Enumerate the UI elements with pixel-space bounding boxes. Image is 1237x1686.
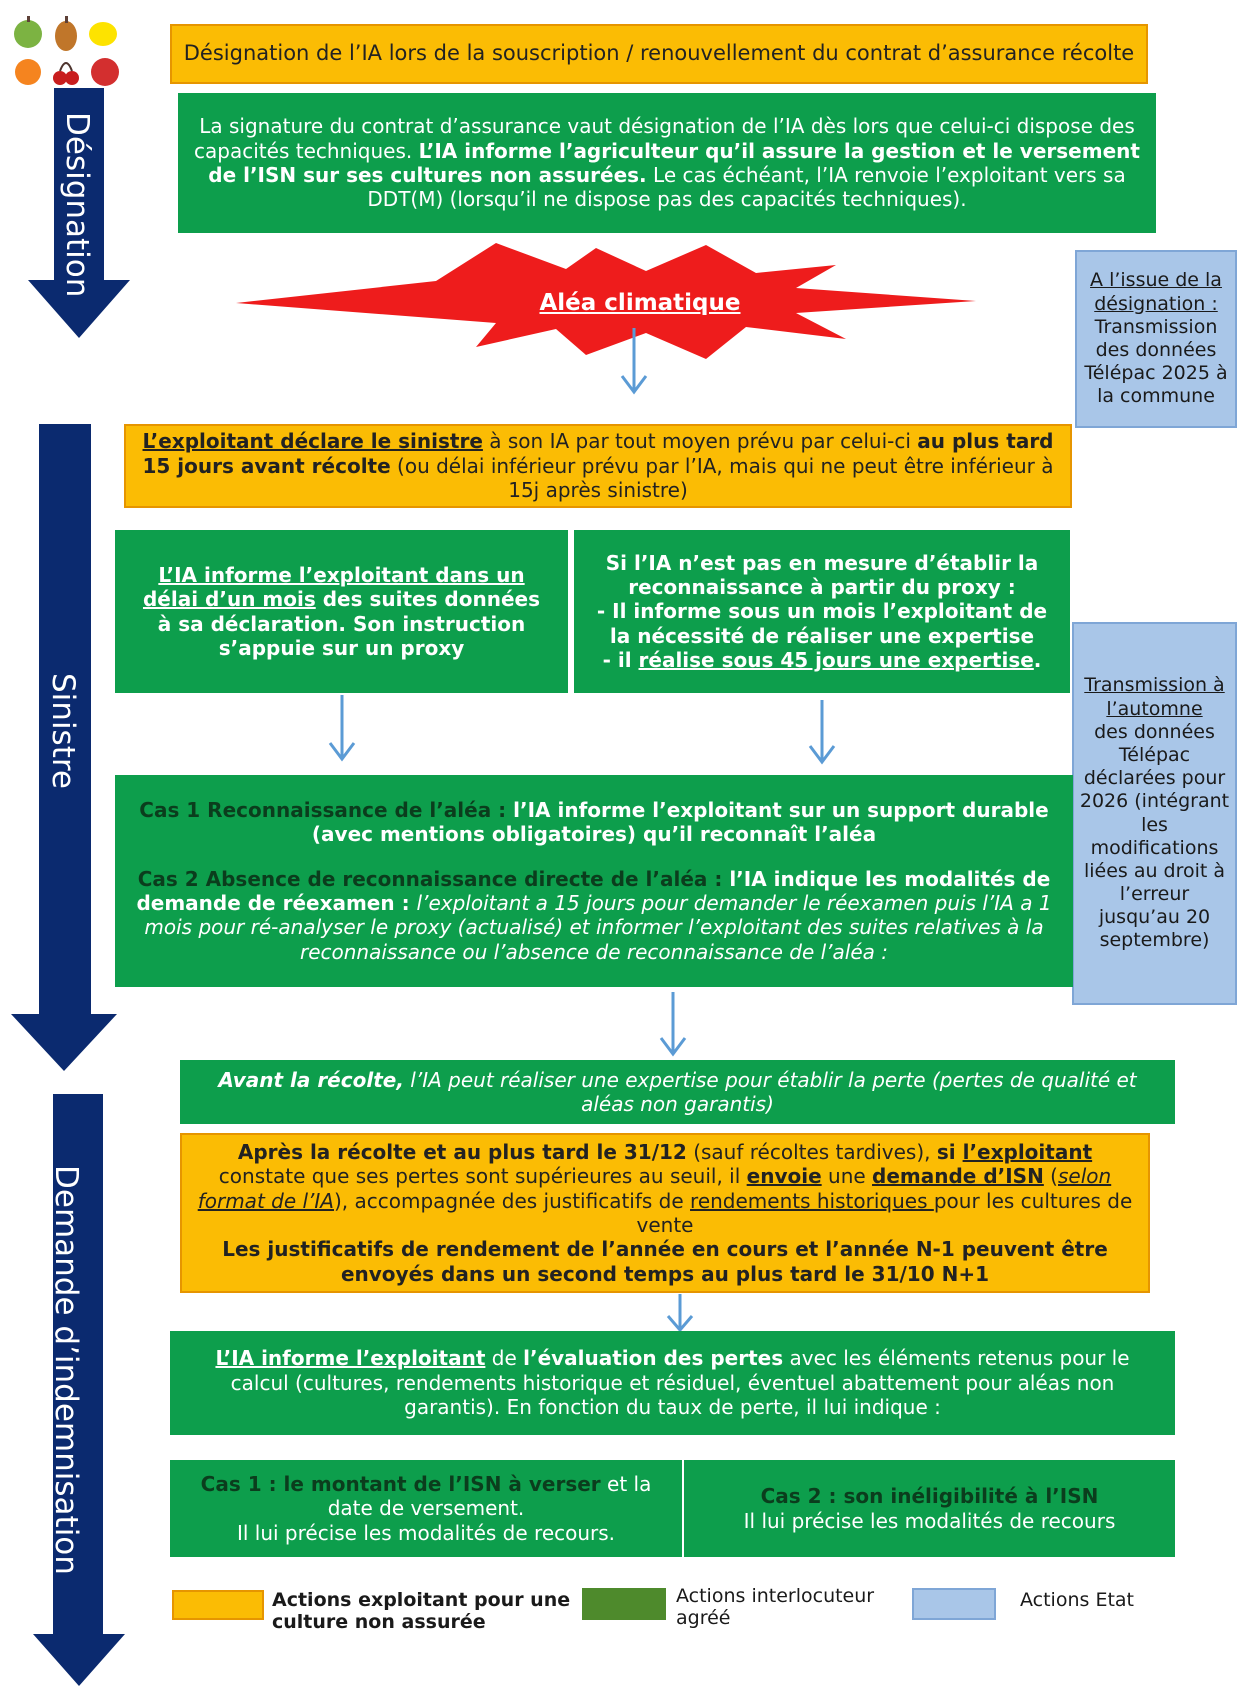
cas1-isn-text-1: Cas 1 : le montant de l’ISN à verser	[200, 1471, 601, 1496]
cas2-isn-text-2: Il lui précise les modalités de recours	[743, 1508, 1116, 1533]
ia-proxy-box: L’IA informe l’exploitant dans un délai …	[115, 530, 568, 693]
apple-icon	[14, 20, 42, 48]
demande-text-9: (	[1043, 1164, 1058, 1189]
orange-icon	[15, 59, 41, 85]
designation-title-box: Désignation de l’IA lors de la souscript…	[170, 24, 1148, 84]
cas2-text-italic: l’exploitant a 15 jours pour demander le…	[144, 891, 1052, 964]
cas1-isn-text-2: et la date de versement.	[327, 1471, 652, 1521]
demande-phase-arrow	[33, 1094, 125, 1686]
state-action-2-body: des données Télépac déclarées pour 2026 …	[1079, 720, 1230, 952]
designation-detail-text-3: Le cas échéant, l’IA renvoie l’exploitan…	[367, 163, 1126, 212]
demande-isn-box: Après la récolte et au plus tard le 31/1…	[180, 1133, 1150, 1293]
cas2-isn-text-1: Cas 2 : son inéligibilité à l’ISN	[760, 1484, 1099, 1509]
demande-text-7: une	[821, 1164, 873, 1189]
legend-orange-label: Actions exploitant pour une culture non …	[272, 1589, 571, 1633]
alea-starburst	[236, 243, 976, 359]
demande-text-12: rendements historiques	[690, 1188, 934, 1213]
designation-detail-text-1: La signature du contrat d’assurance vaut…	[194, 114, 1135, 163]
arrow-down-icon	[659, 992, 687, 1057]
cas-reconnaissance-box: Cas 1 Reconnaissance de l’aléa : l’IA in…	[115, 775, 1073, 987]
cas1-text: l’IA informe l’exploitant sur un support…	[311, 797, 1049, 847]
cas2-isn-box: Cas 2 : son inéligibilité à l’ISN Il lui…	[684, 1460, 1175, 1557]
demande-text-8: demande d’ISN	[872, 1164, 1044, 1189]
avant-recolte-text-1: Avant la récolte,	[218, 1067, 404, 1092]
state-action-1-body: Transmission des données Télépac 2025 à …	[1084, 315, 1228, 408]
demande-text-4: l’exploitant	[962, 1139, 1093, 1164]
arrow-down-icon	[808, 700, 836, 765]
arrow-down-icon	[666, 1294, 694, 1332]
legend-blue-label: Actions Etat	[1020, 1589, 1134, 1611]
evaluation-text-2: de	[485, 1346, 524, 1371]
ia-proxy-text-2: des suites données à sa déclaration. Son…	[157, 587, 541, 660]
demande-text-13: pour les cultures de vente	[636, 1188, 1133, 1237]
demande-text-5: constate que ses pertes sont supérieures…	[218, 1164, 747, 1189]
demande-text-3: si	[936, 1139, 963, 1164]
arrow-down-icon	[328, 695, 356, 762]
demande-text-14: Les justificatifs de rendement de l’anné…	[222, 1237, 1108, 1286]
designation-detail-box: La signature du contrat d’assurance vaut…	[178, 93, 1156, 233]
ia-proxy-text-1: L’IA informe l’exploitant dans un délai …	[142, 562, 525, 612]
avant-recolte-box: Avant la récolte, l’IA peut réaliser une…	[180, 1060, 1175, 1124]
ia-expertise-line-1: Si l’IA n’est pas en mesure d’établir la…	[605, 550, 1039, 599]
ia-expertise-line-3c: .	[1033, 648, 1042, 673]
arrow-down-icon	[620, 328, 648, 395]
lemon-icon	[89, 22, 117, 46]
demande-text-11: ), accompagnée des justificatifs de	[334, 1188, 691, 1213]
ia-expertise-box: Si l’IA n’est pas en mesure d’établir la…	[574, 530, 1070, 693]
demande-text-6: envoie	[746, 1164, 822, 1189]
cas2-label: Cas 2 Absence de reconnaissance directe …	[137, 866, 730, 891]
designation-phase-label: Désignation	[59, 112, 95, 298]
alea-label: Aléa climatique	[539, 289, 741, 316]
pomegranate-icon	[91, 58, 119, 86]
ia-expertise-line-3a: - il	[602, 648, 639, 673]
declaration-text-4: (ou délai inférieur prévu par l’IA, mais…	[390, 453, 1054, 503]
declaration-text-2: à son IA par tout moyen prévu par celui-…	[482, 429, 918, 454]
ia-expertise-line-3b: réalise sous 45 jours une expertise	[638, 648, 1034, 673]
fruit-icons	[14, 16, 119, 86]
cas2-text-bold: l’IA indique les modalités de demande de…	[136, 866, 1051, 915]
evaluation-text-3: l’évaluation des pertes	[523, 1346, 784, 1371]
state-action-2-title: Transmission à l’automne	[1084, 674, 1225, 720]
declaration-text-1: L’exploitant déclare le sinistre	[142, 429, 483, 454]
cherry-icon	[53, 71, 67, 85]
declaration-text-3: au plus tard 15 jours avant récolte	[142, 429, 1054, 478]
evaluation-text-1: L’IA informe l’exploitant	[215, 1346, 486, 1371]
legend-orange-swatch	[172, 1590, 264, 1620]
state-action-box-1: A l’issue de la désignation : Transmissi…	[1075, 250, 1237, 428]
state-action-1-title: A l’issue de la désignation :	[1090, 269, 1222, 315]
demande-text-1: Après la récolte et au plus tard le 31/1…	[237, 1139, 687, 1164]
alea-label-box: Aléa climatique	[480, 283, 800, 323]
demande-text-10: selon format de l’IA	[197, 1164, 1112, 1213]
evaluation-text-4: avec les éléments retenus pour le calcul…	[230, 1346, 1130, 1420]
demande-phase-label: Demande d’indemnisation	[48, 1165, 84, 1575]
ia-expertise-line-2: - Il informe sous un mois l’exploitant d…	[596, 599, 1048, 648]
cas1-isn-text-3: Il lui précise les modalités de recours.	[236, 1520, 616, 1545]
state-action-box-2: Transmission à l’automne des données Tél…	[1072, 622, 1237, 1005]
avant-recolte-text-2: l’IA peut réaliser une expertise pour ét…	[403, 1067, 1137, 1116]
legend-green-label: Actions interlocuteur agréé	[676, 1585, 875, 1629]
evaluation-pertes-box: L’IA informe l’exploitant de l’évaluatio…	[170, 1331, 1175, 1435]
demande-text-2: (sauf récoltes tardives),	[686, 1139, 937, 1164]
designation-detail-text-2: L’IA informe l’agriculteur qu’il assure …	[208, 138, 1140, 187]
cas1-label: Cas 1 Reconnaissance de l’aléa :	[139, 797, 514, 822]
sinistre-phase-arrow	[11, 424, 117, 1071]
pear-icon	[55, 21, 77, 51]
sinistre-phase-label: Sinistre	[45, 673, 81, 789]
designation-phase-arrow	[28, 88, 130, 338]
cas1-isn-box: Cas 1 : le montant de l’ISN à verser et …	[170, 1460, 682, 1557]
legend-green-swatch	[582, 1588, 666, 1620]
declaration-box: L’exploitant déclare le sinistre à son I…	[124, 424, 1072, 508]
designation-title-text: Désignation de l’IA lors de la souscript…	[183, 41, 1135, 66]
legend-blue-swatch	[912, 1588, 996, 1620]
